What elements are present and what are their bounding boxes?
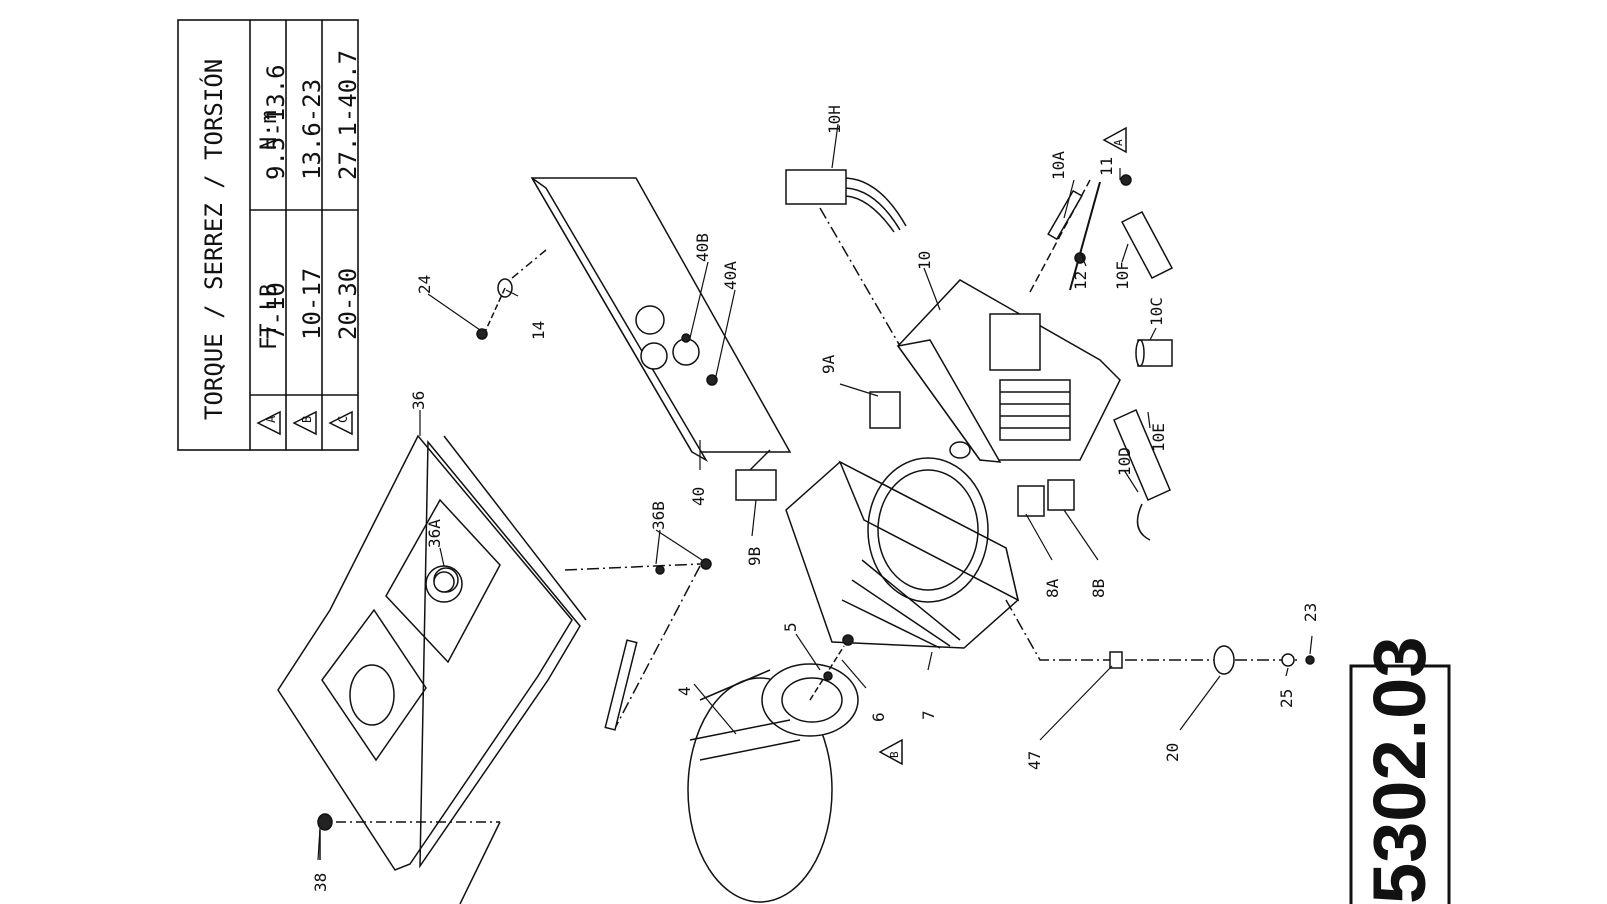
torque-c-nm: 27.1-40.7 [334,50,362,180]
cover-panel-36 [277,434,587,871]
plate-10f [1120,211,1174,279]
label-12: 12 [1071,271,1090,290]
fasteners-5-6 [809,634,854,701]
label-9a: 9A [819,354,838,374]
connector-8b [1047,479,1075,511]
torque-c-ftlb: 20-30 [334,268,362,340]
label-38: 38 [311,873,330,892]
control-panel-40 [499,177,792,463]
label-8a: 8A [1043,578,1062,598]
label-10d: 10D [1115,447,1134,476]
callout-mark-11 [1102,126,1127,154]
torque-row-mark-a: A [256,410,281,436]
torque-row-mark-b: B [292,410,317,436]
torque-table [177,19,359,451]
label-23: 23 [1301,603,1320,622]
torque-b-ftlb: 10-17 [298,268,326,340]
label-36: 36 [409,391,428,410]
torque-table-title: TORQUE / SERREZ / TORSIÓN [198,59,228,420]
label-10h: 10H [825,105,844,134]
svg-text:C: C [336,416,350,423]
label-9b: 9B [745,547,764,566]
label-5: 5 [781,622,800,632]
label-40: 40 [689,487,708,506]
callout-mark-6 [878,738,903,766]
label-47: 47 [1025,751,1044,770]
control-box-10 [896,279,1121,463]
washer-14 [476,278,513,340]
label-14: 14 [529,321,548,340]
label-20: 20 [1163,743,1182,762]
svg-text:A: A [1112,139,1125,146]
label-6: 6 [869,712,888,722]
torque-a-ftlb: 7-10 [262,282,290,340]
torque-header-ftlb: FT LB [257,284,282,350]
label-10f: 10F [1113,261,1132,290]
label-24: 24 [415,275,434,294]
stator-7 [785,457,1020,649]
torque-header-nm: N·m [257,110,282,150]
svg-text:B: B [300,416,314,423]
wire-10d [1136,503,1151,541]
connector-9a [869,391,901,429]
bracket-10e [1113,408,1171,502]
capacitor-10c [1135,339,1173,367]
label-8b: 8B [1089,579,1108,598]
label-25: 25 [1277,689,1296,708]
torque-a-nm: 9.5-13.6 [262,64,290,180]
svg-text:A: A [264,415,278,423]
label-10e: 10E [1149,423,1168,452]
connector-8a [1017,485,1045,517]
rod-36b [564,558,712,731]
label-7: 7 [919,710,938,720]
label-40b: 40B [693,233,712,262]
mount-assembly [1005,599,1315,675]
torque-b-nm: 13.6-23 [298,79,326,180]
cap-36a [433,571,455,593]
label-10c: 10C [1147,297,1166,326]
screw-38 [317,813,501,904]
label-10a: 10A [1049,151,1068,180]
connector-9b [735,449,777,501]
label-10: 10 [915,251,934,270]
svg-text:B: B [888,751,901,758]
torque-row-mark-c: C [328,410,353,436]
label-40a: 40A [721,261,740,290]
rotor-4 [687,663,859,903]
leader-lines [317,123,1313,861]
label-36b: 36B [649,501,668,530]
drawing-number-box [1349,664,1451,904]
label-11: 11 [1097,157,1116,176]
label-36a: 36A [425,519,444,548]
label-4: 4 [675,686,694,696]
drawing-number: 5302.03 [1358,637,1441,904]
part-10h [785,169,907,347]
